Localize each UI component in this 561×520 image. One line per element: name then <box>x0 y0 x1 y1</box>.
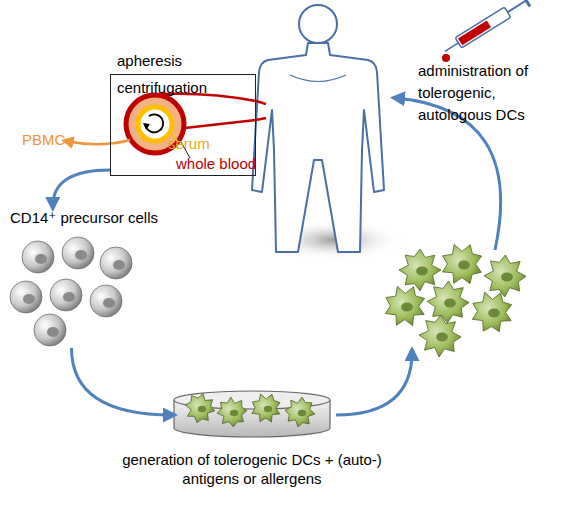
precursor-cell <box>34 314 66 346</box>
pbmc-arrow <box>66 140 130 144</box>
cell-body <box>399 249 441 291</box>
cell-body <box>252 394 280 422</box>
cell-nucleus <box>436 332 448 341</box>
cell-nucleus <box>75 250 87 260</box>
cell-nucleus <box>488 308 500 317</box>
cell-nucleus <box>198 406 206 413</box>
blood-line <box>185 118 266 128</box>
cell-body <box>443 245 482 284</box>
dendritic-cell <box>427 281 469 323</box>
cell-body <box>10 281 42 313</box>
syringe-content <box>458 20 491 45</box>
process-label: generation of tolerogenic DCs + (auto-) … <box>122 450 382 488</box>
fraction-label: whole blood <box>176 153 256 175</box>
syringe-plunger-end <box>523 0 530 6</box>
blood-drop <box>442 54 450 62</box>
syringe <box>441 0 530 57</box>
precursor-cell-group: CD14⁺ precursor cells <box>6 206 162 348</box>
cell-nucleus <box>416 266 428 275</box>
rotation-arrow <box>146 114 163 132</box>
cycle-arrow <box>53 170 110 206</box>
dendritic-cell <box>217 397 247 427</box>
cell-nucleus <box>35 254 47 264</box>
syringe-plunger <box>508 0 527 12</box>
fraction-label: serum <box>168 133 210 155</box>
syringe-needle <box>445 43 459 51</box>
cell-body <box>34 314 66 346</box>
cell-body <box>50 279 82 311</box>
cell-nucleus <box>458 260 470 269</box>
cell-body <box>427 281 469 323</box>
fraction-label: PBMC <box>22 129 65 151</box>
cell-nucleus <box>63 292 75 302</box>
dendritic-cell <box>385 286 424 325</box>
dendritic-cell <box>399 249 441 291</box>
cycle-arrow <box>72 348 173 415</box>
cell-nucleus <box>444 298 456 307</box>
cell-body <box>472 292 511 331</box>
section-heading: apheresis <box>117 51 182 70</box>
cell-nucleus <box>113 260 125 270</box>
patient-figure <box>252 43 384 252</box>
dendritic-cell <box>252 394 280 422</box>
dendritic-cell <box>185 393 214 422</box>
precursor-cell <box>90 285 122 317</box>
cell-illustrations <box>10 237 526 427</box>
cell-nucleus <box>230 410 238 417</box>
precursor-cell <box>22 241 54 273</box>
precursor-cell <box>50 279 82 311</box>
cell-nucleus <box>401 302 413 311</box>
cell-body <box>90 285 122 317</box>
dendritic-cell <box>419 315 461 357</box>
cell-body <box>285 397 315 427</box>
cell-body <box>22 241 54 273</box>
cell-body <box>100 247 132 279</box>
dendritic-cell <box>443 245 482 284</box>
rotation-arrow-head <box>143 123 150 130</box>
step-note: administration of tolerogenic, autologou… <box>418 60 558 126</box>
cell-nucleus <box>103 298 115 308</box>
process-label: centrifugation <box>117 78 207 97</box>
cell-nucleus <box>23 294 35 304</box>
cell-body <box>217 397 247 427</box>
precursor-cell <box>62 237 94 269</box>
centrifuge-serum-ring <box>138 107 172 141</box>
cell-nucleus <box>264 406 272 413</box>
cell-body <box>419 315 461 357</box>
dendritic-cell <box>472 292 511 331</box>
cell-body <box>185 393 214 422</box>
patient-collar <box>290 75 346 82</box>
cell-nucleus <box>47 327 59 337</box>
cell-body <box>484 255 526 297</box>
cell-body <box>62 237 94 269</box>
precursor-cell <box>100 247 132 279</box>
culture-dish: generation of tolerogenic DCs + (auto-) … <box>172 392 332 438</box>
cycle-arrow <box>336 352 412 415</box>
patient-head <box>299 5 337 43</box>
dendritic-cell <box>484 255 526 297</box>
cell-nucleus <box>501 272 513 281</box>
cell-body <box>385 286 424 325</box>
cell-nucleus <box>298 410 306 417</box>
dendritic-cell <box>285 397 315 427</box>
precursor-cell <box>10 281 42 313</box>
syringe-barrel <box>455 7 511 48</box>
group-heading: CD14⁺ precursor cells <box>10 208 158 227</box>
